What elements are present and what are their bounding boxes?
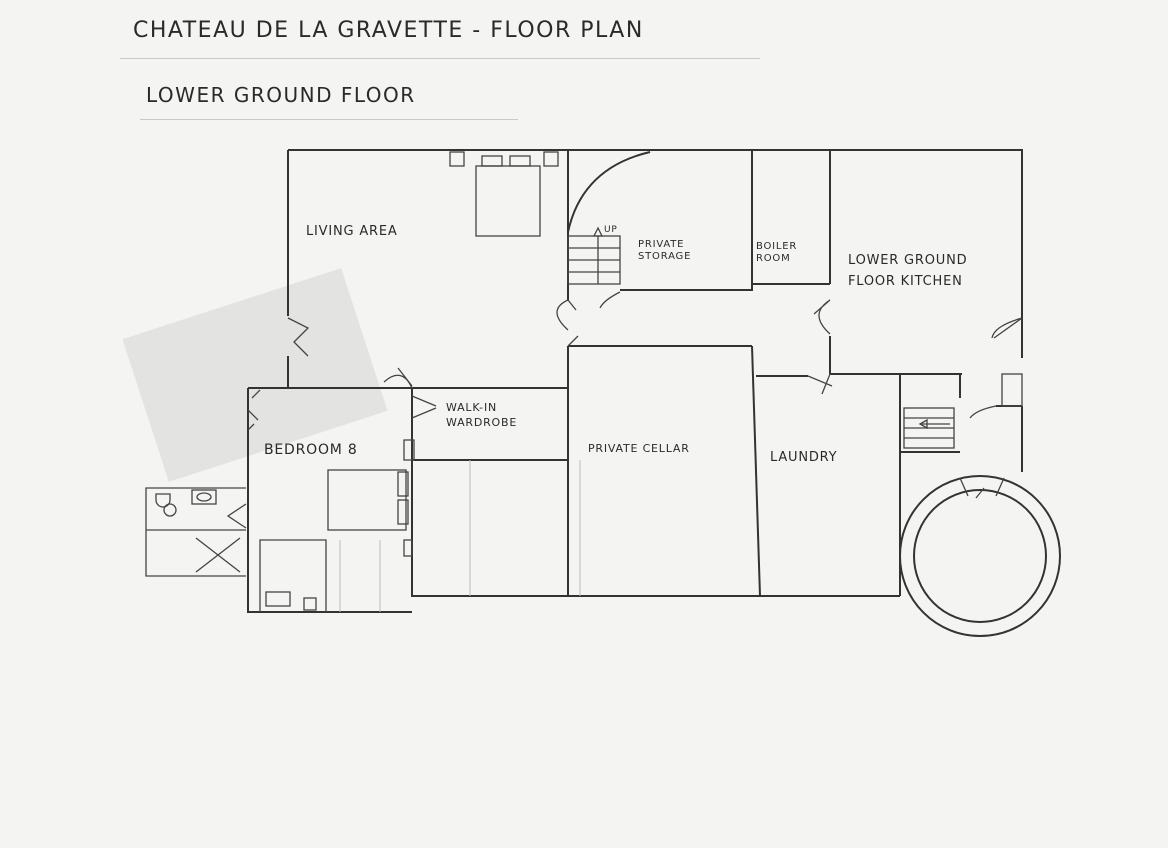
scan-shadow [122, 268, 388, 482]
room-label-living-area: LIVING AREA [306, 224, 398, 239]
room-label-wardrobe-2: WARDROBE [446, 416, 517, 429]
room-label-boiler-room-2: ROOM [756, 253, 791, 264]
room-label-kitchen-2: FLOOR KITCHEN [848, 274, 963, 289]
sheet-title: CHATEAU DE LA GRAVETTE - FLOOR PLAN [133, 18, 644, 43]
round-tower [899, 475, 1061, 637]
doors [226, 291, 1023, 529]
floor-subtitle: LOWER GROUND FLOOR [146, 83, 416, 107]
living-area-bed [449, 151, 559, 237]
secondary-staircase [903, 407, 955, 449]
room-label-boiler-room-1: BOILER [756, 241, 797, 252]
staircase [567, 151, 651, 285]
room-label-laundry: LAUNDRY [770, 450, 837, 465]
stair-up-label: UP [604, 225, 618, 235]
room-label-bedroom: BEDROOM 8 [264, 442, 358, 458]
room-label-kitchen-1: LOWER GROUND [848, 253, 967, 268]
room-label-private-storage-1: PRIVATE [638, 239, 684, 250]
title-underline [120, 58, 760, 59]
room-label-private-cellar: PRIVATE CELLAR [588, 442, 690, 455]
room-label-private-storage-2: STORAGE [638, 251, 691, 262]
room-label-wardrobe-1: WALK-IN [446, 401, 497, 414]
bedroom-walls [145, 388, 415, 613]
subtitle-underline [140, 119, 518, 120]
